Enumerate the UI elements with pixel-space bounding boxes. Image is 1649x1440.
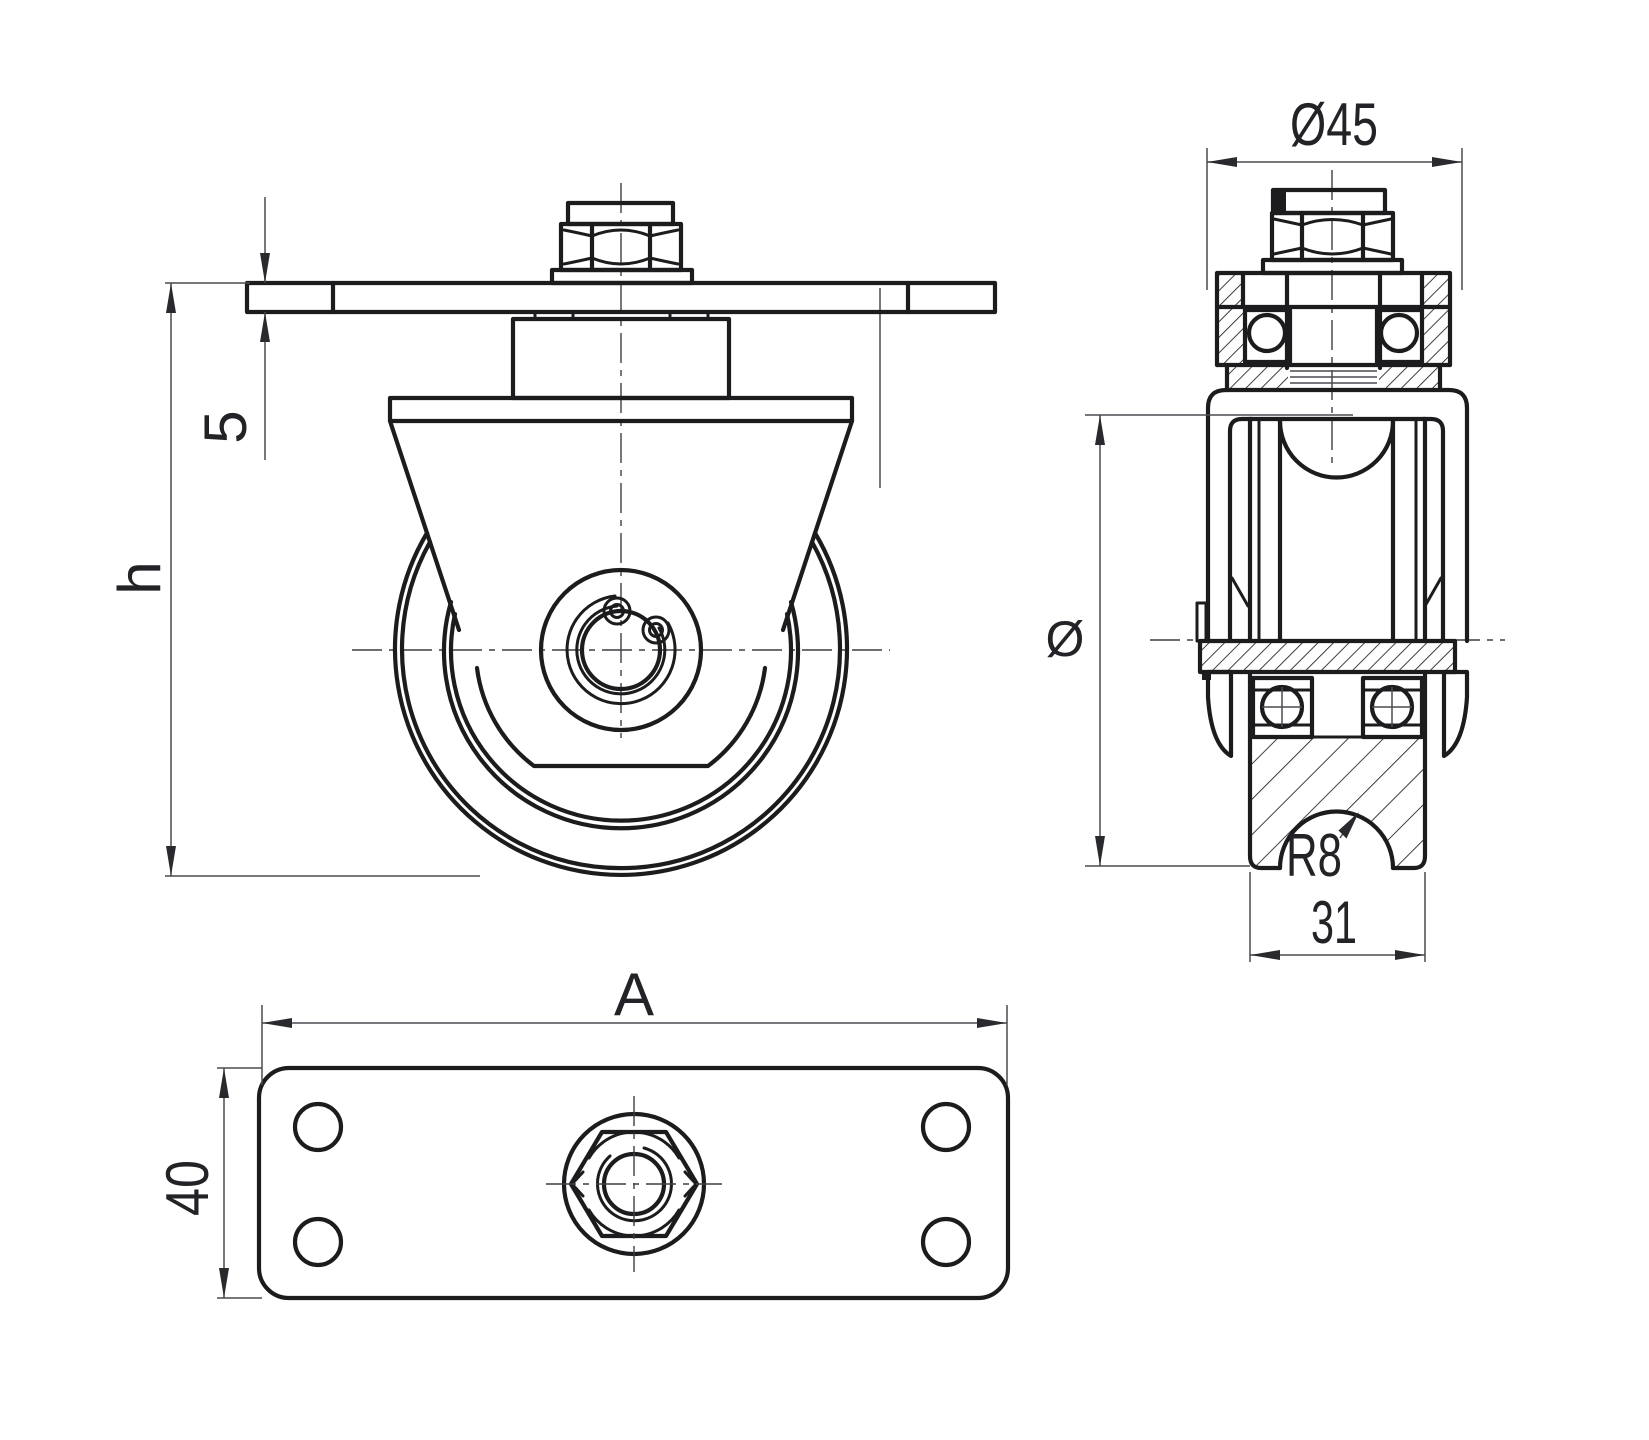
- plan-view-dimensions: A 40: [154, 961, 1008, 1299]
- plate-plan-view: [256, 1065, 1011, 1301]
- circlip-hole-right: [648, 622, 664, 638]
- side-view-dimensions: Ø45 Ø R8 31: [1046, 91, 1463, 962]
- center-nut-plan: [546, 1096, 722, 1272]
- thread-arc: [595, 1146, 673, 1223]
- fork-leg-ends: [1205, 669, 1470, 759]
- dim-groove-radius-label: R8: [1286, 822, 1342, 889]
- mount-hole-bottom-right: [920, 1216, 972, 1268]
- circlip-lug-left: [602, 596, 632, 626]
- swivel-ball-right: [1378, 312, 1420, 354]
- mounting-plate-plan: [256, 1065, 1011, 1301]
- dim-wheel-width-label: 31: [1311, 889, 1357, 956]
- dim-plate-thickness-label: 5: [192, 410, 259, 443]
- dim-head-diameter-label: Ø45: [1290, 91, 1378, 158]
- swivel-bearing-right: [1374, 307, 1425, 365]
- wheel-bearings-section: [1248, 675, 1427, 740]
- circlip-hole-left: [609, 603, 625, 619]
- swivel-bearing-left: [1242, 307, 1293, 365]
- axle-plate-section: [1197, 638, 1458, 675]
- side-section-view: [1150, 170, 1505, 871]
- dim-plate-length-label: A: [614, 961, 654, 1028]
- circlip-lug-right: [641, 615, 671, 645]
- wheel-front: [392, 530, 850, 877]
- wheel-hub-section: [1247, 669, 1428, 871]
- mount-hole-top-left: [292, 1101, 344, 1153]
- front-view-dimensions: h 5: [106, 197, 480, 877]
- retainer-tab: [1195, 601, 1208, 643]
- wheel-side-upper: [1247, 416, 1428, 644]
- mount-hole-top-right: [920, 1101, 972, 1153]
- mount-hole-bottom-left: [292, 1216, 344, 1268]
- mounting-plate-edge: [244, 280, 998, 315]
- hub-and-circlip: [538, 567, 704, 733]
- groove-bottom-arc: [1277, 809, 1396, 871]
- bolt-end-side: [1270, 187, 1388, 216]
- swivel-ball-left: [1246, 312, 1288, 354]
- groove-top-arc: [1277, 418, 1396, 480]
- dim-wheel-diameter-label: Ø: [1046, 611, 1085, 667]
- swivel-head-section: [1214, 270, 1453, 393]
- dim-plate-width-label: 40: [154, 1160, 221, 1216]
- front-view: [244, 183, 998, 877]
- dim-overall-height-label: h: [106, 561, 173, 594]
- fork-bracket-front: [387, 395, 855, 633]
